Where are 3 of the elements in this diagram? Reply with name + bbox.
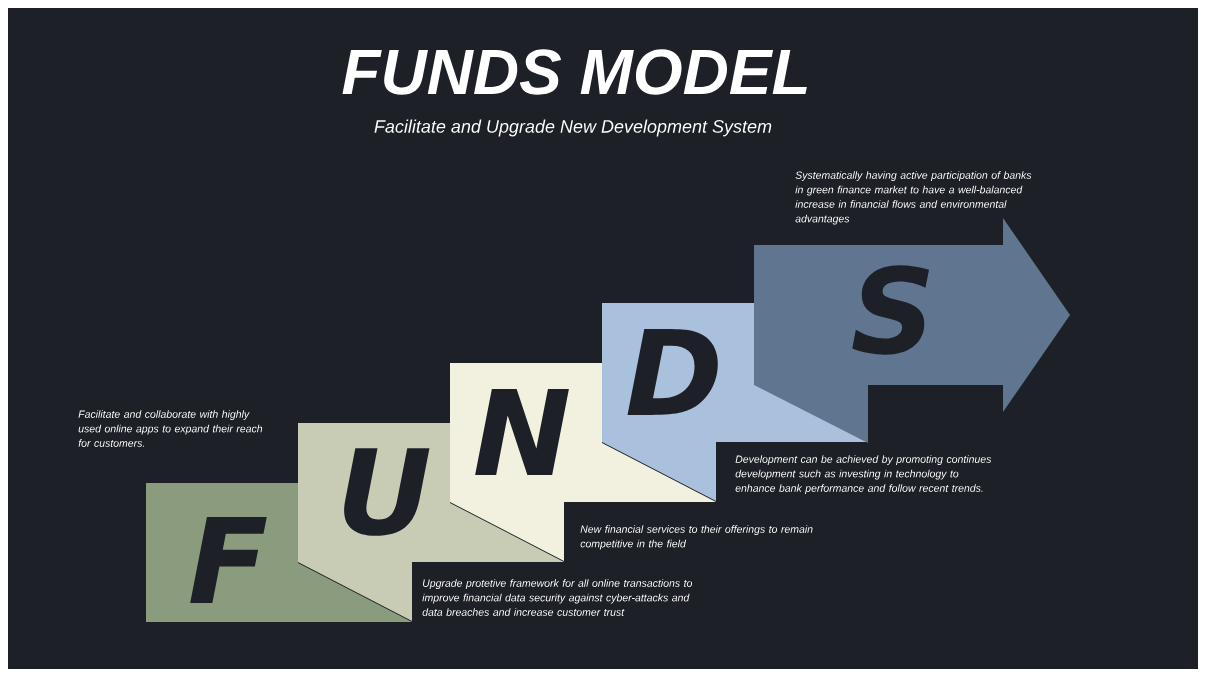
title: FUNDS MODEL	[342, 49, 807, 95]
subtitle: Facilitate and Upgrade New Development System	[374, 119, 772, 137]
description-text: Facilitate and collaborate with highly used online apps to expand their reach for customers.	[78, 410, 263, 447]
